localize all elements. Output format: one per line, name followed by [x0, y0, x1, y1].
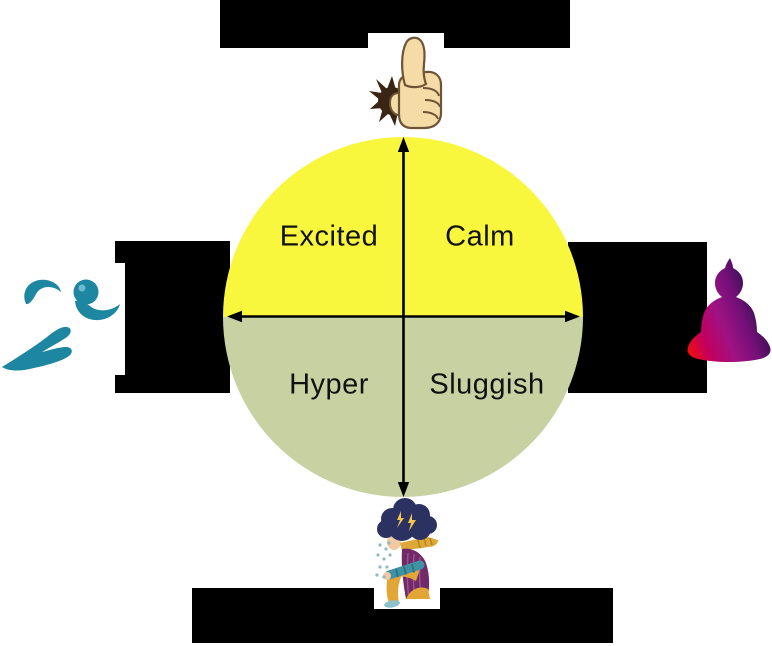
- thumbs-up-graphic: [369, 36, 443, 130]
- running-person-graphic: [2, 279, 120, 371]
- running-person-icon: [0, 263, 125, 375]
- redacted-label-right: [568, 242, 707, 393]
- quadrant-label-sluggish: Sluggish: [429, 368, 545, 401]
- sad-person-graphic: [375, 498, 438, 608]
- redacted-label-left: [115, 241, 230, 393]
- meditating-buddha-graphic: [687, 258, 771, 362]
- quadrant-label-excited: Excited: [279, 220, 379, 253]
- meditating-buddha-icon: [686, 258, 772, 366]
- quadrant-label-hyper: Hyper: [289, 368, 369, 401]
- sad-person-rain-cloud-icon: [374, 497, 440, 609]
- quadrant-circle: [223, 137, 583, 497]
- quadrant-label-calm: Calm: [445, 220, 515, 253]
- thumbs-up-icon: [368, 33, 444, 130]
